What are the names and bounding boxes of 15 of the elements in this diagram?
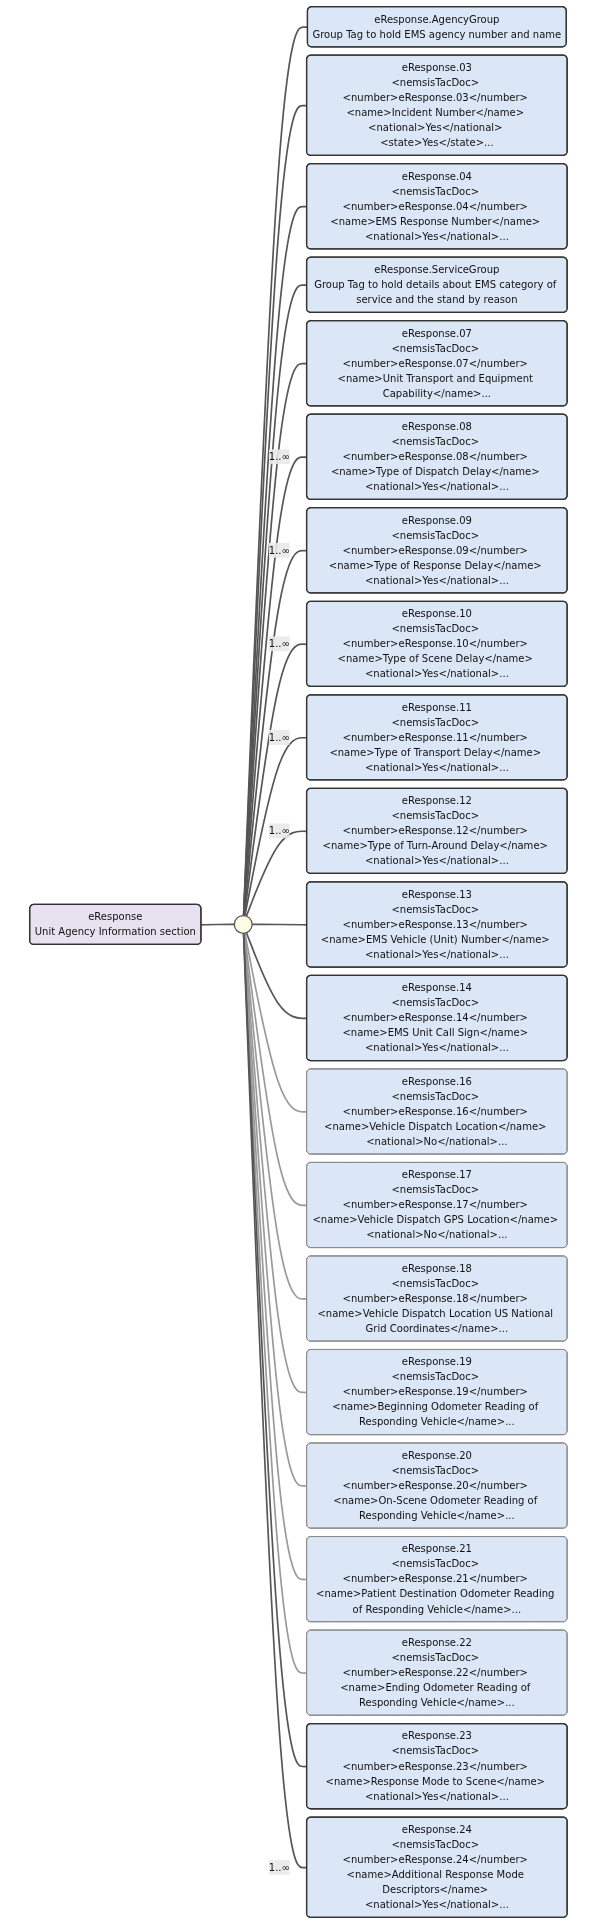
edge-label: 1..∞ (268, 731, 290, 744)
edge-label: 1..∞ (268, 825, 290, 837)
edge-label: 1..∞ (268, 544, 290, 557)
connector (243, 932, 308, 1207)
connector (243, 932, 308, 1394)
connector (244, 932, 308, 1113)
edge-label: 1..∞ (268, 450, 290, 463)
edge-label: 1..∞ (268, 1861, 290, 1874)
connector (243, 932, 308, 1300)
connector (243, 456, 308, 917)
connector (243, 932, 308, 1487)
node-circle (233, 914, 253, 934)
connector (243, 549, 308, 917)
connector (243, 643, 308, 917)
edge-label: 1..∞ (268, 638, 290, 650)
